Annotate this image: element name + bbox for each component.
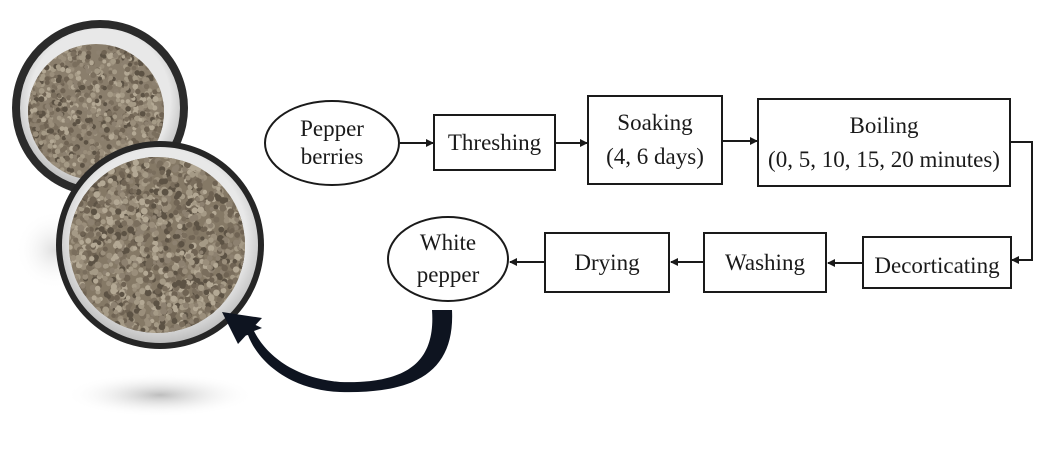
soaking-box: [587, 95, 723, 185]
curved-return-arrow: [222, 310, 453, 393]
washing-box: [703, 232, 827, 293]
pepper-berries-node: [264, 100, 400, 186]
drying-box: [544, 232, 670, 293]
bowl-shadow: [65, 373, 255, 417]
boiling-box: [757, 98, 1011, 187]
pepper-bowls-photo: [12, 20, 264, 417]
bowl-front: [56, 141, 264, 349]
threshing-box: [433, 114, 556, 171]
white-pepper-node: [387, 216, 509, 302]
arrow-boiling-to-decorticating: [1010, 141, 1033, 264]
decorticating-box: [862, 236, 1012, 289]
